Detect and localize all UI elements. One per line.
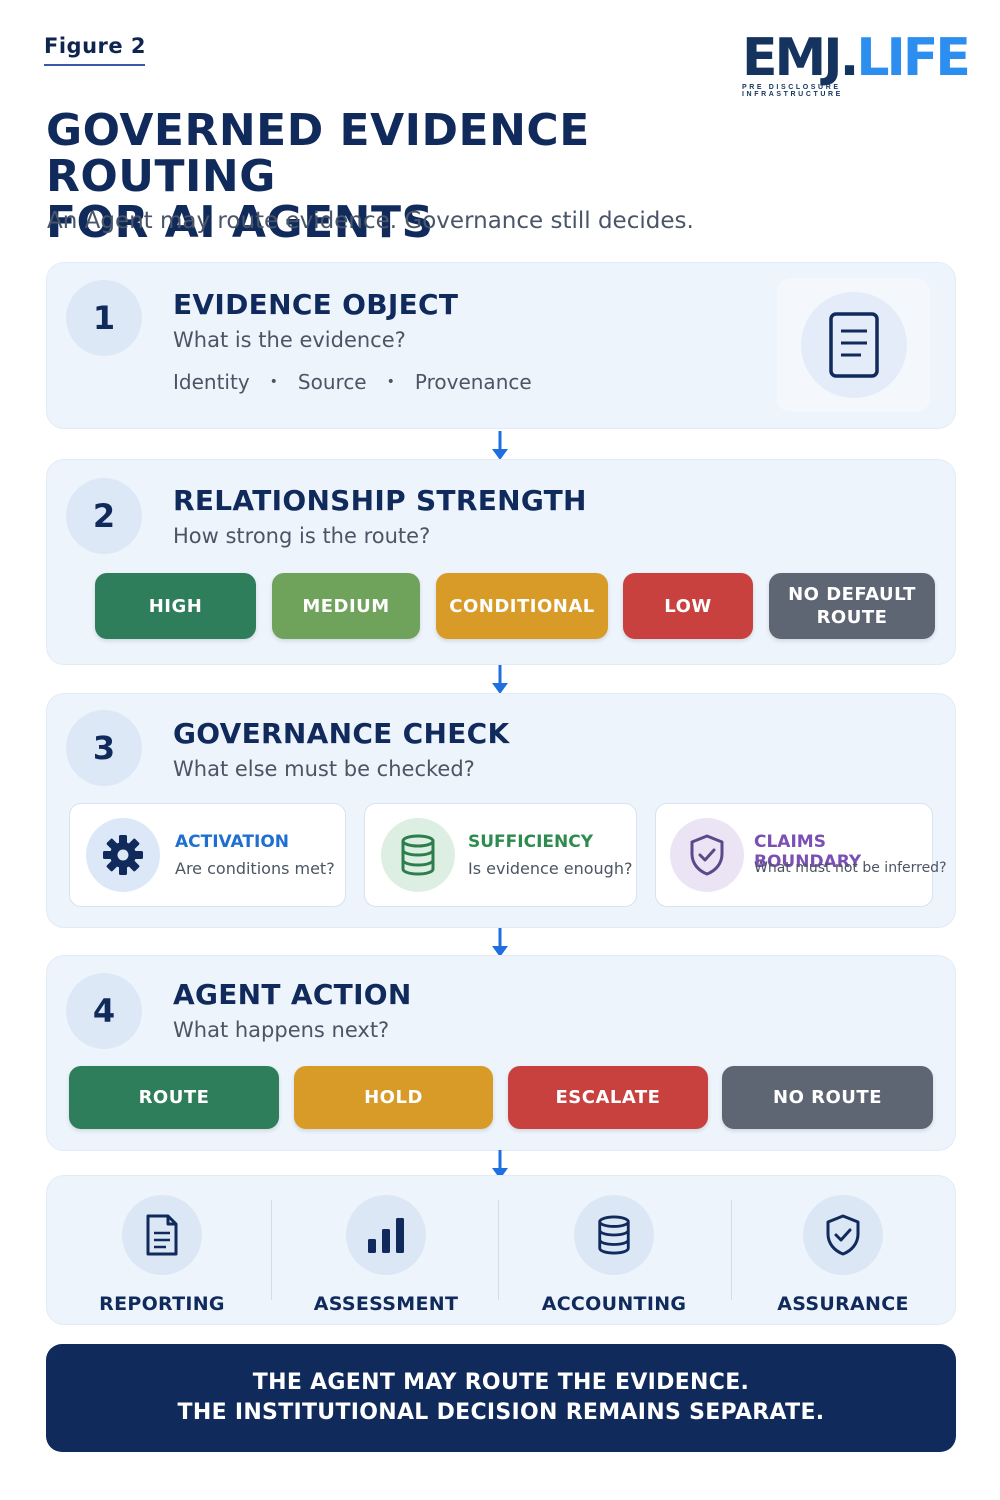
- page-subtitle: An Agent may route evidence. Governance …: [47, 208, 694, 234]
- outcome-label-reporting: REPORTING: [99, 1293, 225, 1315]
- assessment-icon-circle: [346, 1195, 426, 1275]
- check-card-activation: ACTIVATION Are conditions met?: [69, 803, 346, 907]
- section-title-governance-check: GOVERNANCE CHECK: [173, 717, 510, 750]
- claims-boundary-icon-circle: [670, 818, 744, 892]
- step-number-3: 3: [66, 710, 142, 786]
- document-icon-circle: [800, 292, 907, 398]
- logo-part2: LIFE: [856, 28, 971, 88]
- outcome-assessment: ASSESSMENT: [284, 1175, 488, 1325]
- outcome-reporting: REPORTING: [60, 1175, 264, 1325]
- bar-chart-icon: [368, 1218, 404, 1253]
- check-title-claims-boundary: CLAIMS BOUNDARY: [754, 832, 862, 872]
- strength-no-default-route-pill: NO DEFAULT ROUTE: [769, 573, 935, 639]
- action-no-route-pill: NO ROUTE: [722, 1066, 933, 1129]
- section-title-relationship-strength: RELATIONSHIP STRENGTH: [173, 484, 587, 517]
- tag-provenance: Provenance: [414, 370, 532, 394]
- figure-label: Figure 2: [44, 34, 147, 58]
- database-icon: [401, 834, 435, 876]
- outcome-divider: [271, 1200, 272, 1300]
- step-number-2: 2: [66, 478, 142, 554]
- page-title: GOVERNED EVIDENCE ROUTING FOR AI AGENTS: [46, 108, 806, 246]
- outcome-label-assurance: ASSURANCE: [777, 1293, 909, 1315]
- page-title-line2: FOR AI AGENTS: [46, 197, 434, 248]
- sufficiency-icon-circle: [381, 818, 455, 892]
- flow-arrow-down-icon: [492, 431, 508, 460]
- conclusion-banner: THE AGENT MAY ROUTE THE EVIDENCE. THE IN…: [46, 1344, 956, 1452]
- step-number-1: 1: [66, 280, 142, 356]
- section-title-evidence-object: EVIDENCE OBJECT: [173, 288, 459, 321]
- section-question-agent-action: What happens next?: [173, 1018, 390, 1042]
- strength-low-pill: LOW: [623, 573, 753, 639]
- check-desc-activation: Are conditions met?: [175, 859, 335, 878]
- report-icon: [146, 1214, 178, 1256]
- tag-identity: Identity: [173, 370, 250, 394]
- section-question-evidence-object: What is the evidence?: [173, 328, 406, 352]
- document-card: [777, 278, 930, 412]
- outcome-divider: [498, 1200, 499, 1300]
- banner-line-2: THE INSTITUTIONAL DECISION REMAINS SEPAR…: [177, 1400, 825, 1425]
- outcome-label-accounting: ACCOUNTING: [541, 1293, 687, 1315]
- action-hold-pill: HOLD: [294, 1066, 493, 1129]
- banner-line-1: THE AGENT MAY ROUTE THE EVIDENCE.: [252, 1370, 750, 1395]
- strength-conditional-pill: CONDITIONAL: [436, 573, 608, 639]
- logo-tagline: PRE DISCLOSURE INFRASTRUCTURE: [742, 84, 843, 98]
- section-question-governance-check: What else must be checked?: [173, 757, 475, 781]
- evidence-tags: Identity • Source • Provenance: [173, 370, 532, 394]
- action-route-pill: ROUTE: [69, 1066, 279, 1129]
- strength-high-pill: HIGH: [95, 573, 256, 639]
- shield-check-icon: [690, 834, 724, 876]
- section-question-relationship-strength: How strong is the route?: [173, 524, 431, 548]
- outcome-assurance: ASSURANCE: [741, 1175, 945, 1325]
- check-card-claims-boundary: CLAIMS BOUNDARY What must not be inferre…: [655, 803, 947, 907]
- flow-arrow-down-icon: [492, 928, 508, 957]
- page-title-line1: GOVERNED EVIDENCE ROUTING: [46, 105, 590, 202]
- outcome-divider: [731, 1200, 732, 1300]
- database-icon: [598, 1215, 630, 1255]
- tag-source: Source: [297, 370, 367, 394]
- reporting-icon-circle: [122, 1195, 202, 1275]
- tag-separator: •: [386, 374, 395, 390]
- check-title-activation: ACTIVATION: [175, 832, 289, 852]
- strength-medium-pill: MEDIUM: [272, 573, 420, 639]
- flow-arrow-down-icon: [492, 665, 508, 694]
- check-desc-sufficiency: Is evidence enough?: [468, 859, 633, 878]
- document-icon: [828, 312, 879, 378]
- step-number-4: 4: [66, 973, 142, 1049]
- figure-label-underline: [44, 64, 145, 66]
- logo-part1: EMJ.: [742, 28, 859, 88]
- check-desc-claims-boundary: What must not be inferred?: [754, 860, 947, 876]
- outcome-accounting: ACCOUNTING: [512, 1175, 716, 1325]
- check-title-sufficiency: SUFFICIENCY: [468, 832, 594, 852]
- action-escalate-pill: ESCALATE: [508, 1066, 708, 1129]
- outcome-label-assessment: ASSESSMENT: [313, 1293, 459, 1315]
- assurance-icon-circle: [803, 1195, 883, 1275]
- section-title-agent-action: AGENT ACTION: [173, 978, 412, 1011]
- accounting-icon-circle: [574, 1195, 654, 1275]
- gear-icon: [103, 835, 143, 875]
- shield-check-icon: [826, 1214, 860, 1256]
- logo: EMJ.LIFE PRE DISCLOSURE INFRASTRUCTURE: [742, 28, 971, 98]
- check-card-sufficiency: SUFFICIENCY Is evidence enough?: [364, 803, 637, 907]
- flow-arrow-down-icon: [492, 1150, 508, 1179]
- tag-separator: •: [269, 374, 278, 390]
- activation-icon-circle: [86, 818, 160, 892]
